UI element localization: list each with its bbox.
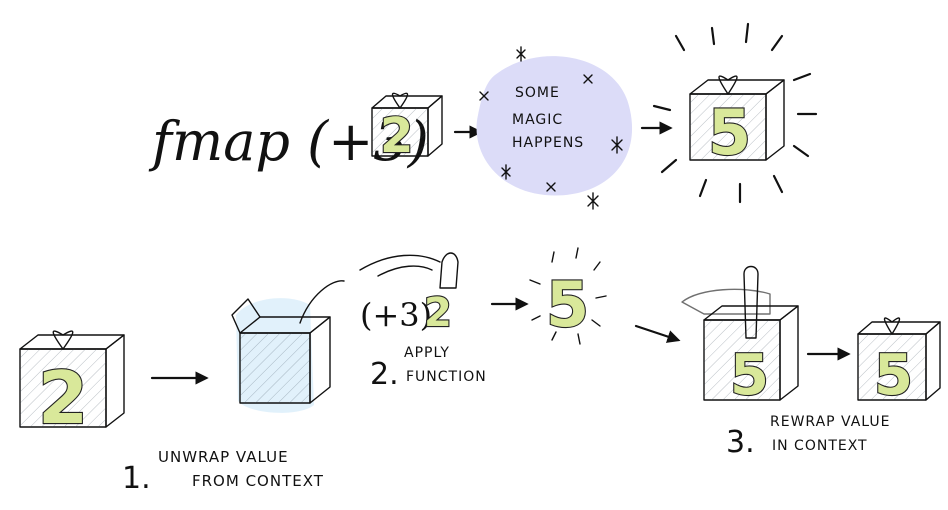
step-1-line-2: FROM CONTEXT — [192, 472, 324, 490]
arrow-to-rewrap — [634, 324, 681, 343]
function-value: 2 — [424, 290, 452, 336]
rewrap-box: 5 — [681, 265, 799, 409]
step-1-number: 1. — [122, 461, 151, 496]
magic-blob: SOME MAGIC HAPPENS — [476, 46, 633, 210]
start-value: 2 — [38, 356, 88, 440]
magic-line-1: SOME — [515, 85, 560, 101]
sparkle-marks — [479, 46, 623, 210]
rewrap-value: 5 — [730, 343, 769, 408]
opened-box — [231, 280, 345, 413]
output-value: 5 — [708, 96, 751, 169]
result-rays — [529, 247, 607, 345]
start-gift-box: 2 — [19, 330, 125, 441]
output-gift-box: 5 — [652, 22, 818, 204]
output-rays — [652, 22, 818, 204]
step-2-line-1: APPLY — [404, 345, 450, 361]
magic-line-2: MAGIC — [512, 112, 563, 128]
function-label: (+3) — [360, 296, 432, 334]
final-gift-box: 5 — [857, 317, 941, 409]
step-1-line-1: UNWRAP VALUE — [158, 448, 289, 466]
input-gift-box: 2 — [371, 92, 443, 165]
input-value: 2 — [380, 108, 413, 164]
final-value: 5 — [874, 343, 913, 408]
step-3-line-1: REWRAP VALUE — [770, 414, 891, 430]
step-3-line-2: IN CONTEXT — [772, 438, 868, 454]
result-value: 5 — [546, 268, 589, 341]
step-3-number: 3. — [726, 425, 755, 460]
result-value-group: 5 — [529, 247, 607, 345]
apply-function-group: (+3) 2 — [359, 252, 459, 337]
step-2-line-2: FUNCTION — [406, 369, 487, 385]
step-2-number: 2. — [370, 357, 399, 392]
magic-line-3: HAPPENS — [512, 135, 584, 151]
